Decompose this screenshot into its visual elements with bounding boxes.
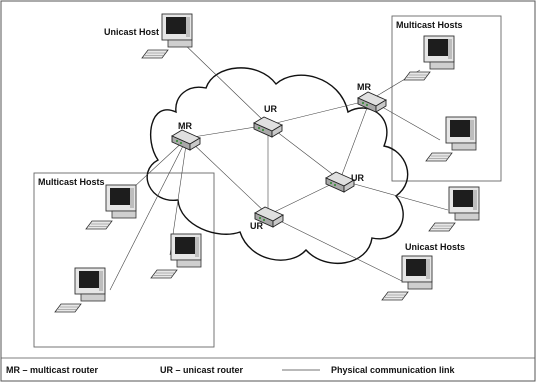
multicast-host-right-2-computer: [425, 116, 477, 162]
ur-top-label: UR: [264, 104, 277, 114]
legend-mr: MR – multicast router: [6, 365, 99, 375]
multicast-host-right-1-computer: [403, 35, 455, 81]
unicast-host-label: Unicast Host: [104, 27, 159, 37]
multicast-hosts-left-label: Multicast Hosts: [38, 177, 105, 187]
ur-bottom-label: UR: [250, 221, 263, 231]
multicast-hosts-right-box: [391, 15, 502, 182]
unicast-hosts-right-label: Unicast Hosts: [405, 242, 465, 252]
legend-ur: UR – unicast router: [160, 365, 244, 375]
unicast-router-right-icon: [325, 171, 355, 193]
multicast-host-left-1-computer: [85, 184, 137, 230]
multicast-hosts-right-label: Multicast Hosts: [396, 20, 463, 30]
mr-right-label: MR: [357, 82, 371, 92]
communication-links: [109, 37, 449, 291]
ur-right-label: UR: [351, 173, 364, 183]
unicast-host-right-1-computer: [428, 186, 480, 232]
multicast-hosts-left-box: [33, 172, 215, 348]
mr-left-label: MR: [178, 121, 192, 131]
network-cloud: [146, 67, 409, 264]
multicast-host-left-2-computer: [150, 233, 202, 279]
unicast-host-right-2-computer: [381, 255, 433, 301]
multicast-router-right-icon: [357, 91, 387, 113]
multicast-host-left-3-computer: [54, 267, 106, 313]
multicast-router-left-icon: [171, 129, 201, 151]
unicast-router-top-icon: [253, 116, 283, 138]
legend-link: Physical communication link: [331, 365, 456, 375]
